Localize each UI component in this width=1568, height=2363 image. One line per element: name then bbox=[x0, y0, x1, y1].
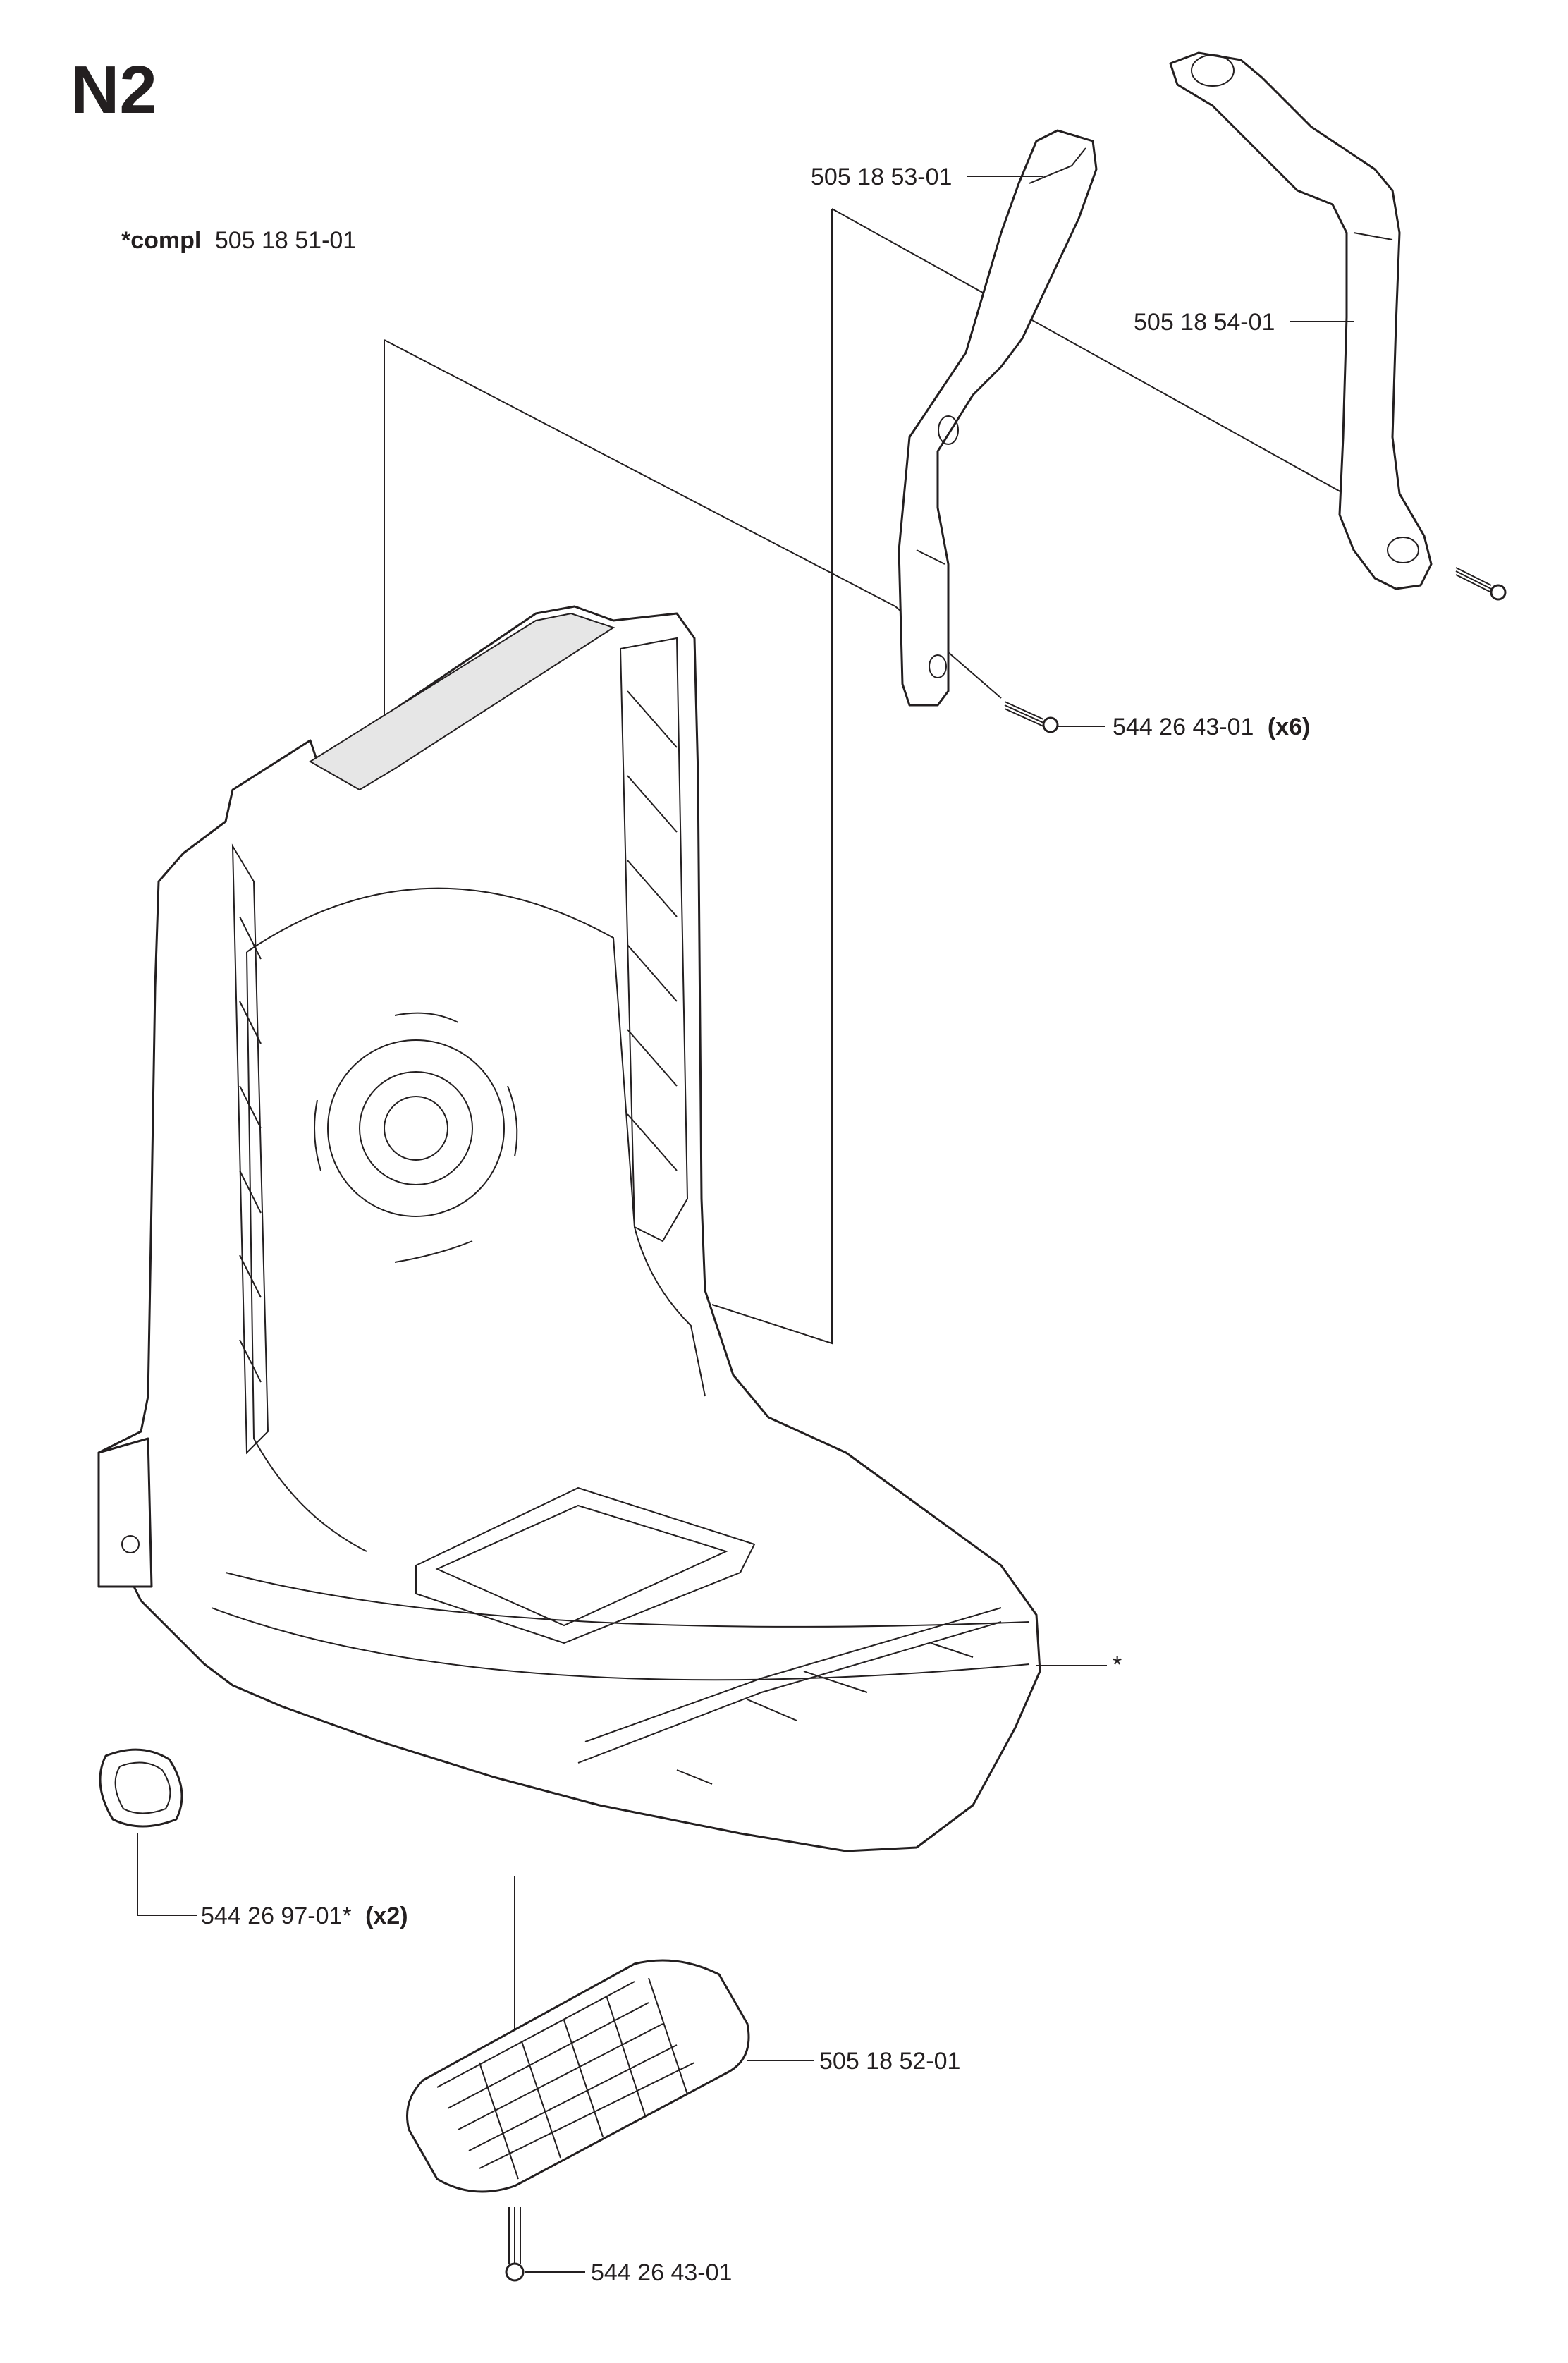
part-label-505-18-52-01: 505 18 52-01 bbox=[819, 2048, 960, 2075]
part-label-505-18-53-01: 505 18 53-01 bbox=[811, 164, 952, 190]
right-harness-bracket bbox=[898, 129, 1098, 707]
bracket-screw-left bbox=[1455, 567, 1507, 601]
grille-plate-grid bbox=[436, 1977, 695, 2180]
assembly-note: *compl 505 18 51-01 bbox=[121, 227, 356, 254]
grommet bbox=[99, 1748, 183, 1828]
plate-screw bbox=[505, 2207, 525, 2282]
left-harness-bracket bbox=[1169, 51, 1433, 590]
assembly-note-part-number: 505 18 51-01 bbox=[215, 227, 356, 254]
grille-plate bbox=[406, 1959, 750, 2193]
part-label-544-26-97-01: 544 26 97-01* (x2) bbox=[201, 1903, 408, 1929]
part-label-505-18-54-01: 505 18 54-01 bbox=[1134, 309, 1275, 336]
assembly-note-prefix: *compl bbox=[121, 227, 201, 254]
part-label-backframe: * bbox=[1113, 1651, 1122, 1678]
backframe bbox=[97, 605, 1041, 1852]
part-number: 544 26 43-01 bbox=[1113, 714, 1254, 740]
part-label-544-26-43-01: 544 26 43-01 bbox=[591, 2259, 732, 2286]
backframe-lattice bbox=[239, 690, 678, 1383]
diagram-title: N2 bbox=[71, 52, 157, 128]
part-label-544-26-43-01-x6: 544 26 43-01 (x6) bbox=[1113, 714, 1310, 740]
bracket-screw-right bbox=[1004, 701, 1059, 733]
leader-lines bbox=[137, 176, 1354, 2273]
part-number: 544 26 97-01* bbox=[201, 1903, 352, 1929]
part-qty: (x6) bbox=[1268, 714, 1310, 740]
part-qty: (x2) bbox=[365, 1903, 408, 1929]
